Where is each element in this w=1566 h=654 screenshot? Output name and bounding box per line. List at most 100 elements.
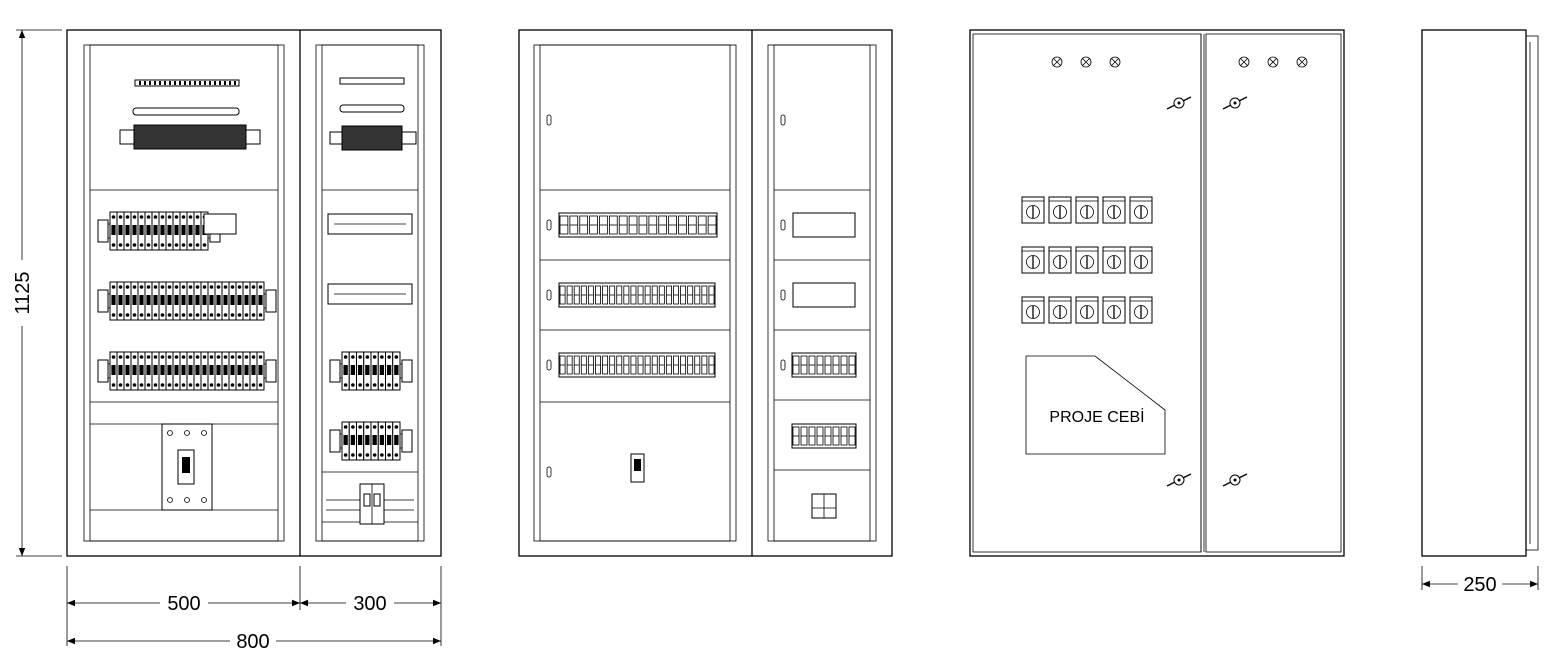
cover-outline [518, 29, 893, 557]
breaker-screw [153, 215, 158, 219]
breaker-screw [118, 383, 123, 387]
breaker-toggle [379, 365, 385, 375]
breaker-screw [351, 355, 355, 359]
breaker-screw [132, 313, 137, 317]
side-outline [1421, 29, 1527, 557]
lock-handle [1222, 473, 1248, 487]
breaker-screw [111, 383, 116, 387]
breaker-screw [125, 313, 130, 317]
breaker-screw [132, 383, 137, 387]
breaker-screw [153, 313, 158, 317]
lock-handle [1166, 473, 1192, 487]
breaker-screw [202, 355, 207, 359]
breaker-toggle [357, 435, 363, 445]
breaker-screw [237, 313, 242, 317]
breaker-toggle [216, 365, 221, 375]
busbar-terminal [179, 81, 181, 85]
busbar-terminal [174, 81, 176, 85]
breaker-screw [125, 383, 130, 387]
breaker-screw [125, 285, 130, 289]
breaker-screw [111, 313, 116, 317]
breaker-screw [132, 355, 137, 359]
breaker-screw [153, 355, 158, 359]
rail-end-clamp [97, 289, 109, 313]
breaker-screw [365, 355, 370, 359]
busbar-terminal [229, 81, 231, 85]
signal-lamp [1238, 56, 1250, 68]
busbar-terminal [154, 81, 156, 85]
breaker-screw [223, 383, 228, 387]
breaker-toggle [160, 365, 165, 375]
breaker-screw [174, 215, 179, 219]
breaker-screw [244, 383, 249, 387]
breaker-screw [181, 355, 186, 359]
cover-fastener [780, 219, 786, 231]
breaker-toggle [188, 295, 193, 305]
breaker-screw [230, 313, 235, 317]
breaker-screw [223, 355, 228, 359]
dimension-height: 1125 [12, 29, 62, 557]
cover-fastener [546, 289, 552, 301]
breaker-screw [394, 425, 399, 429]
breaker-toggle [160, 225, 165, 235]
breaker-screw [387, 383, 391, 387]
breaker-screw [237, 285, 242, 289]
breaker-screw [118, 215, 123, 219]
breaker-screw [139, 383, 144, 387]
breaker-toggle [350, 365, 356, 375]
rcd-device [203, 213, 237, 235]
breaker-screw [188, 285, 193, 289]
breaker-screw [209, 383, 214, 387]
breaker-screw [387, 453, 391, 457]
breaker-toggle [223, 365, 228, 375]
breaker-toggle [350, 435, 356, 445]
breaker-toggle [343, 435, 348, 445]
breaker-toggle [244, 295, 249, 305]
breaker-toggle [139, 295, 144, 305]
lock-keyhole [1233, 101, 1237, 105]
breaker-screw [111, 355, 116, 359]
breaker-toggle [202, 295, 207, 305]
breaker-screw [139, 355, 144, 359]
breaker-screw [160, 243, 165, 247]
breaker-toggle [195, 365, 200, 375]
breaker-toggle [237, 365, 242, 375]
breaker-screw [118, 285, 123, 289]
signal-lamp [1267, 56, 1279, 68]
breaker-screw [358, 383, 362, 387]
breaker-screw [181, 383, 186, 387]
breaker-screw [195, 355, 200, 359]
breaker-screw [160, 215, 165, 219]
breaker-toggle [125, 295, 130, 305]
breaker-screw [181, 285, 186, 289]
breaker-screw [174, 243, 179, 247]
breaker-toggle [251, 365, 256, 375]
breaker-screw [118, 313, 123, 317]
breaker-screw [202, 285, 207, 289]
breaker-toggle [365, 435, 370, 445]
breaker-screw [188, 243, 193, 247]
breaker-screw [188, 313, 193, 317]
side-view [1421, 29, 1539, 557]
breaker-screw [258, 285, 263, 289]
breaker-toggle [223, 295, 228, 305]
project-pocket: PROJE CEBİ [1025, 355, 1166, 455]
breaker-screw [174, 313, 179, 317]
selector-knob [1080, 255, 1094, 269]
breaker-screw [209, 313, 214, 317]
lock-handle [1222, 96, 1248, 110]
breaker-screw [181, 215, 186, 219]
breaker-toggle [209, 365, 214, 375]
width-left-value: 500 [167, 593, 200, 615]
breaker-screw [343, 355, 348, 359]
breaker-toggle [125, 225, 130, 235]
breaker-screw [258, 383, 263, 387]
breaker-toggle [258, 365, 263, 375]
breaker-screw [118, 355, 123, 359]
breaker-screw [188, 355, 193, 359]
breaker-toggle [132, 225, 137, 235]
breaker-toggle [379, 435, 385, 445]
main-switch [161, 423, 213, 511]
signal-lamp [1109, 56, 1121, 68]
